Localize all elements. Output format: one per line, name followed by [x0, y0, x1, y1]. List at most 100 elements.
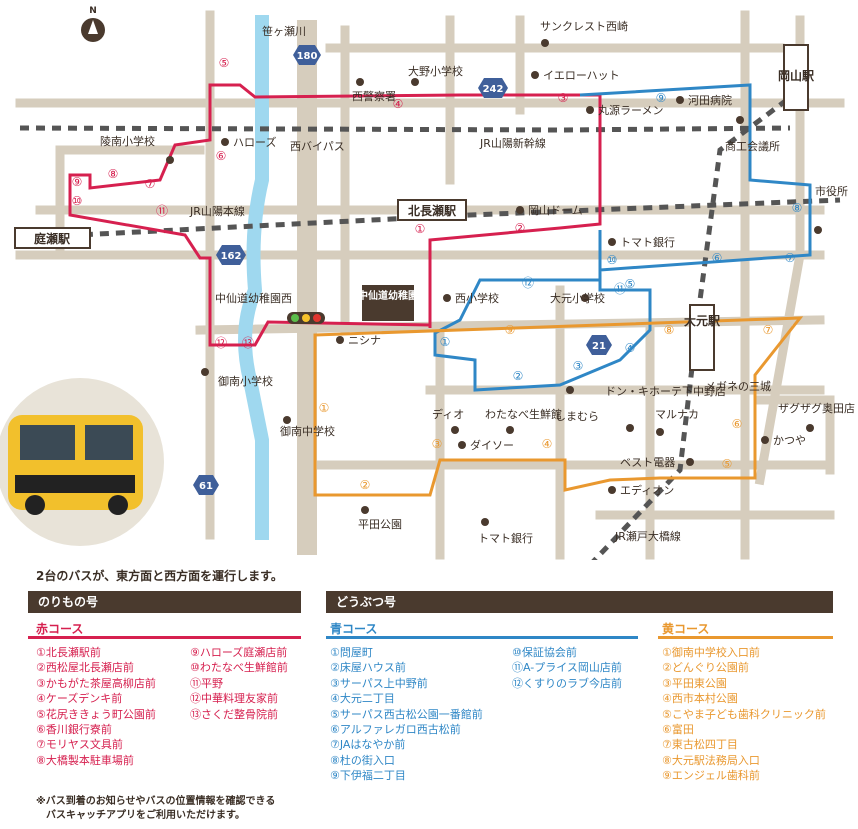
svg-text:③: ③	[558, 91, 569, 105]
svg-text:陵南小学校: 陵南小学校	[100, 134, 155, 148]
bus-photo	[0, 378, 164, 546]
blue-stop-6: ⑥アルファレガロ西古松前	[330, 723, 461, 737]
svg-text:⑤: ⑤	[722, 457, 733, 471]
red-stop-7: ⑦モリヤス文具前	[36, 738, 123, 752]
svg-text:平田公園: 平田公園	[358, 518, 402, 531]
svg-text:西警察署: 西警察署	[352, 89, 396, 103]
svg-text:しまむら: しまむら	[555, 410, 599, 423]
svg-text:②: ②	[515, 221, 526, 235]
svg-text:⑪: ⑪	[614, 282, 626, 296]
north-arrow-icon: N	[81, 6, 105, 42]
svg-text:岡山駅: 岡山駅	[778, 68, 815, 83]
svg-text:①: ①	[415, 222, 426, 236]
svg-text:⑨: ⑨	[72, 175, 83, 189]
svg-text:大野小学校: 大野小学校	[408, 64, 463, 78]
blue-stop-8: ⑧杜の街入口	[330, 753, 395, 767]
svg-text:丸源ラーメン: 丸源ラーメン	[598, 103, 664, 117]
svg-text:21: 21	[592, 341, 606, 352]
orange-route-line	[313, 316, 804, 497]
blue-stop-3: ③サーパス上中野前	[330, 676, 428, 690]
svg-text:⑤: ⑤	[219, 56, 230, 70]
red-stop-4: ④ケーズデンキ前	[36, 692, 123, 706]
blue-stop-4: ④大元二丁目	[330, 692, 395, 706]
blue-course-title: 青コース	[330, 622, 378, 636]
svg-text:メガネの三城: メガネの三城	[705, 380, 771, 393]
blue-stop-11: ⑪A-プライス岡山店前	[512, 661, 622, 675]
blue-stop-1: ①問屋町	[330, 646, 373, 659]
yellow-stop-4: ④西市本村公園	[662, 692, 738, 706]
svg-text:JR山陽新幹線: JR山陽新幹線	[479, 136, 546, 150]
norimono-title: のりもの号	[28, 591, 301, 613]
route-map: 庭瀬駅 北長瀬駅 大元駅 岡山駅 180 242 162 21 61 N 中仙道…	[0, 6, 855, 560]
traffic-light-icon	[287, 312, 325, 324]
red-stop-markers: ① ② ③ ④ ⑤ ⑥ ⑦ ⑧ ⑨ ⑩ ⑪ ⑫ ⑬	[72, 56, 569, 350]
svg-text:⑩: ⑩	[72, 194, 83, 208]
svg-text:ザグザグ奥田店: ザグザグ奥田店	[778, 401, 855, 415]
svg-text:②: ②	[513, 369, 524, 383]
svg-text:わたなべ生鮮館: わたなべ生鮮館	[485, 407, 562, 421]
yellow-course-rule	[658, 636, 833, 639]
svg-text:③: ③	[573, 359, 584, 373]
yellow-stop-2: ②どんぐり公園前	[662, 661, 749, 675]
svg-text:マルナカ: マルナカ	[655, 408, 699, 421]
svg-text:ドン・キホーテ下中野店: ドン・キホーテ下中野店	[605, 384, 726, 398]
footer-note: ※バス到着のお知らせやバスの位置情報を確認できる バスキャッチアプリをご利用いた…	[36, 795, 275, 823]
svg-text:⑫: ⑫	[215, 336, 227, 350]
svg-text:⑧: ⑧	[108, 167, 119, 181]
red-course-list-1: ①北長瀬駅前 ②西松屋北長瀬店前 ③かもがた茶屋高柳店前 ④ケーズデンキ前 ⑤花…	[36, 645, 156, 768]
svg-text:⑧: ⑧	[664, 323, 675, 337]
red-stop-6: ⑥香川銀行寮前	[36, 723, 112, 737]
svg-text:⑨: ⑨	[505, 323, 516, 337]
svg-text:エディオン: エディオン	[620, 483, 674, 497]
station-omoto: 大元駅	[684, 304, 721, 371]
yellow-stop-1: ①御南中学校入口前	[662, 646, 760, 659]
svg-text:ニシナ: ニシナ	[348, 334, 381, 347]
blue-stop-markers: ① ② ③ ④ ⑤ ⑥ ⑦ ⑧ ⑨ ⑩ ⑪ ⑫	[440, 91, 803, 383]
svg-text:ベスト電器: ベスト電器	[620, 456, 675, 469]
svg-text:商工会議所: 商工会議所	[725, 139, 780, 153]
svg-text:JR山陽本線: JR山陽本線	[189, 204, 245, 218]
svg-text:ダイソー: ダイソー	[470, 438, 514, 452]
yellow-course-title: 黄コース	[662, 622, 710, 636]
blue-stop-9: ⑨下伊福二丁目	[330, 769, 406, 783]
svg-text:北長瀬駅: 北長瀬駅	[408, 203, 457, 218]
svg-text:サンクレスト西崎: サンクレスト西崎	[540, 19, 628, 33]
svg-text:②: ②	[360, 478, 371, 492]
rail-lines	[19, 88, 841, 560]
svg-text:⑥: ⑥	[732, 417, 743, 431]
doubutsu-title: どうぶつ号	[326, 591, 833, 613]
road-shield-180: 180	[293, 45, 321, 65]
red-course-title: 赤コース	[36, 622, 84, 636]
red-stop-2: ②西松屋北長瀬店前	[36, 661, 134, 675]
road-shield-242: 242	[478, 78, 508, 98]
yellow-stop-7: ⑦東古松四丁目	[662, 738, 738, 752]
blue-route-line	[433, 83, 812, 392]
svg-text:162: 162	[221, 251, 242, 262]
svg-text:⑨: ⑨	[656, 91, 667, 105]
svg-text:市役所: 市役所	[815, 184, 848, 198]
svg-text:⑩: ⑩	[607, 253, 618, 267]
red-stop-11: ⑪平野	[190, 676, 223, 690]
svg-text:⑧: ⑧	[792, 201, 803, 215]
svg-text:大元駅: 大元駅	[684, 313, 721, 328]
blue-stop-7: ⑦JAはなやか前	[330, 738, 406, 752]
svg-text:西小学校: 西小学校	[455, 291, 499, 305]
svg-text:河田病院: 河田病院	[688, 93, 732, 107]
yellow-course-list: ①御南中学校入口前 ②どんぐり公園前 ③平田東公園 ④西市本村公園 ⑤こやま子ど…	[662, 645, 826, 784]
svg-text:中仙道幼稚園: 中仙道幼稚園	[358, 289, 418, 302]
svg-text:⑦: ⑦	[145, 177, 156, 191]
yellow-stop-8: ⑧大元駅法務局入口	[662, 753, 760, 767]
red-course-list-2: ⑨ハローズ庭瀬店前 ⑩わたなべ生鮮館前 ⑪平野 ⑫中華料理友家前 ⑬さくだ整骨院…	[190, 645, 288, 722]
footer-line-2: バスキャッチアプリをご利用いただけます。	[46, 810, 245, 821]
svg-text:⑬: ⑬	[242, 336, 254, 350]
svg-text:③: ③	[432, 437, 443, 451]
road-shield-61: 61	[193, 475, 219, 495]
red-stop-10: ⑩わたなべ生鮮館前	[190, 661, 288, 675]
red-stop-8: ⑧大橋製本駐車場前	[36, 753, 134, 767]
red-stop-5: ⑤花尻ききょう町公園前	[36, 707, 156, 721]
svg-text:かつや: かつや	[773, 434, 806, 447]
svg-text:中仙道幼稚園西: 中仙道幼稚園西	[215, 291, 292, 305]
svg-text:61: 61	[199, 481, 213, 492]
blue-course-list-2: ⑩保証協会前 ⑪A-プライス岡山店前 ⑫くすりのラブ今店前	[512, 645, 622, 691]
svg-text:242: 242	[483, 84, 504, 95]
